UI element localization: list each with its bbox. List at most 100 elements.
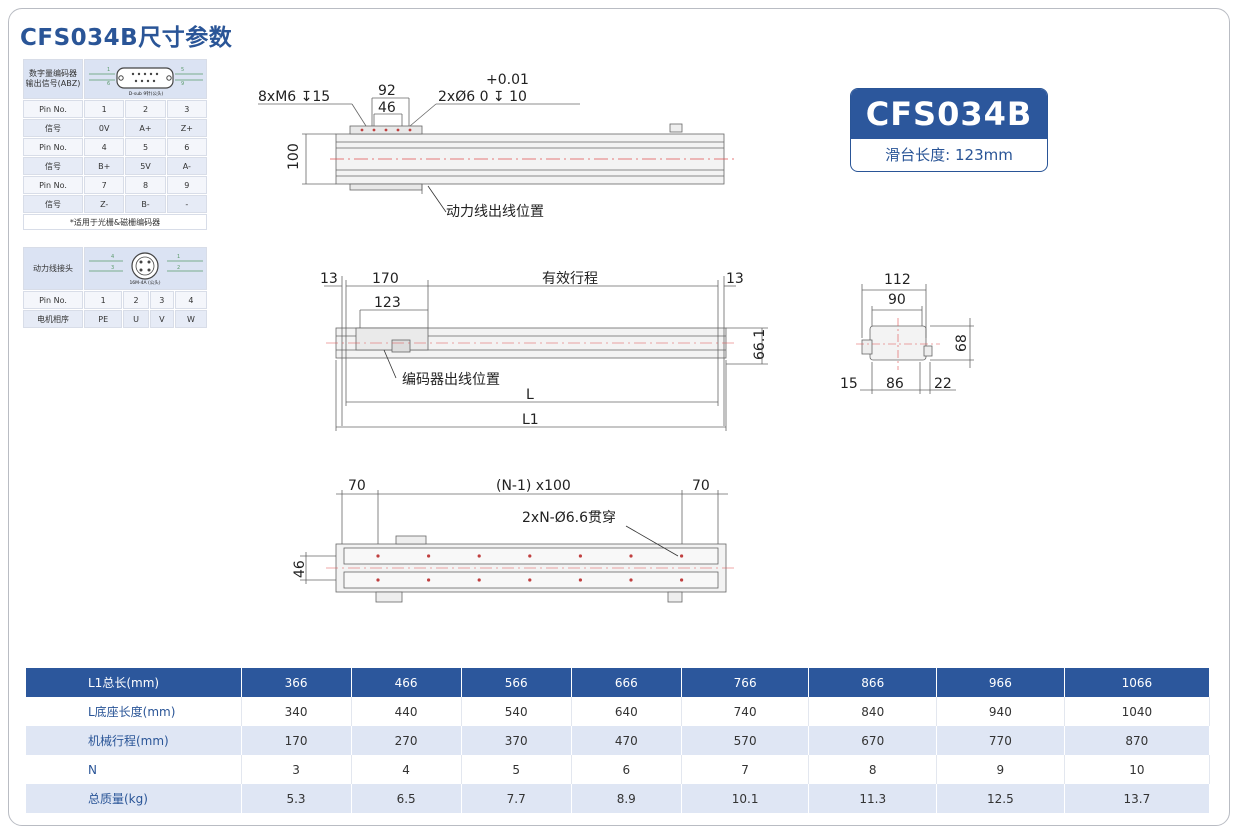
encoder-pin-table: 数字量编码器 输出信号(ABZ) 1 5 6 9: [22, 58, 208, 231]
power-cell: W: [174, 310, 207, 328]
spec-cell: 270: [351, 726, 462, 755]
spec-cell: 8.9: [571, 784, 682, 813]
spec-cell: 10: [1064, 755, 1211, 784]
spec-cell: 170: [241, 726, 352, 755]
spec-cell: 540: [461, 697, 572, 726]
encoder-cell: 1: [84, 100, 125, 118]
power-cell: 3: [149, 291, 174, 309]
spec-cell: 840: [808, 697, 938, 726]
spec-row-label: 总质量(kg): [26, 784, 242, 813]
encoder-row-label: 信号: [23, 195, 83, 213]
dsub-pin-label: 1: [107, 67, 110, 73]
power-cell: 2: [123, 291, 149, 309]
dim-L: L: [526, 387, 534, 403]
spec-row-label: 机械行程(mm): [26, 726, 242, 755]
encoder-cell: B-: [125, 195, 166, 213]
through-holes-label: 2xN-Ø6.6贯穿: [522, 510, 616, 526]
power-pin-label: 3: [111, 265, 114, 271]
hole-spec-label: 8xM6 ↧15: [258, 89, 330, 105]
encoder-row-label: 信号: [23, 157, 83, 175]
spec-cell: 370: [461, 726, 572, 755]
dim-123: 123: [374, 295, 401, 311]
spec-cell: 440: [351, 697, 462, 726]
mounting-hole: [427, 554, 431, 558]
spec-cell: 11.3: [808, 784, 938, 813]
encoder-cell: Z+: [166, 119, 207, 137]
spec-cell: 5: [461, 755, 572, 784]
spec-cell: 6: [571, 755, 682, 784]
spec-cell: 366: [241, 668, 352, 697]
encoder-cell: 7: [84, 176, 125, 194]
spec-cell: 470: [571, 726, 682, 755]
mounting-hole: [427, 578, 431, 582]
dim-66-1: 66.1: [752, 329, 768, 360]
dim-15: 15: [840, 376, 858, 392]
power-cell: 1: [84, 291, 123, 309]
dsub-connector-cell: 1 5 6 9 D-sub 9针(公头): [84, 59, 207, 99]
spec-cell: 770: [936, 726, 1065, 755]
mounting-hole: [578, 554, 582, 558]
encoder-row-label: Pin No.: [23, 100, 83, 118]
spec-cell: 870: [1064, 726, 1211, 755]
stroke-label: 有效行程: [542, 271, 598, 287]
encoder-cell: 5V: [125, 157, 166, 175]
power-connector-cell: 4 3 1 2 16M-4A (公头): [84, 247, 207, 290]
page-title: CFS034B尺寸参数: [20, 25, 233, 51]
spec-cell: 940: [936, 697, 1065, 726]
spec-cell: 10.1: [681, 784, 810, 813]
power-cell: V: [149, 310, 174, 328]
dim-70-right: 70: [692, 478, 710, 494]
dim-112: 112: [884, 272, 911, 288]
encoder-exit-label: 编码器出线位置: [402, 372, 500, 388]
spec-cell: 4: [351, 755, 462, 784]
encoder-header: 数字量编码器 输出信号(ABZ): [23, 59, 83, 99]
dim-90: 90: [888, 292, 906, 308]
mounting-hole: [629, 554, 633, 558]
mounting-hole: [477, 554, 481, 558]
encoder-note: *适用于光栅&磁栅编码器: [23, 214, 207, 230]
encoder-cell: 6: [166, 138, 207, 156]
power-row-label: 电机相序: [23, 310, 83, 328]
model-badge: CFS034B 滑台长度: 123mm: [850, 88, 1048, 172]
mounting-hole: [528, 578, 532, 582]
encoder-cell: 2: [125, 100, 166, 118]
top-view-drawing: 8xM6 ↧15 92 46 +0.01 2xØ6 0 ↧ 10 100 动力线…: [258, 72, 734, 220]
mounting-hole: [578, 578, 582, 582]
dim-46: 46: [378, 100, 396, 116]
pin-tolerance: +0.01: [486, 72, 529, 88]
encoder-cell: A-: [166, 157, 207, 175]
dim-70-left: 70: [348, 478, 366, 494]
dsub-pin-label: 9: [181, 81, 184, 87]
spec-cell: 766: [681, 668, 810, 697]
mounting-hole: [376, 578, 380, 582]
spec-cell: 740: [681, 697, 810, 726]
encoder-row-label: 信号: [23, 119, 83, 137]
dim-100: 100: [286, 143, 302, 170]
spec-cell: 566: [461, 668, 572, 697]
encoder-row-label: Pin No.: [23, 138, 83, 156]
spec-row-label: N: [26, 755, 242, 784]
dim-170: 170: [372, 271, 399, 287]
mounting-hole: [376, 554, 380, 558]
spec-cell: 640: [571, 697, 682, 726]
dim-L1: L1: [522, 412, 539, 428]
badge-model: CFS034B: [851, 89, 1047, 139]
power-cell: 4: [174, 291, 207, 309]
spec-cell: 9: [936, 755, 1065, 784]
power-pin-label: 2: [177, 265, 180, 271]
spec-cell: 466: [351, 668, 462, 697]
power-row-label: Pin No.: [23, 291, 83, 309]
mounting-hole: [680, 554, 684, 558]
spec-cell: 1040: [1064, 697, 1211, 726]
